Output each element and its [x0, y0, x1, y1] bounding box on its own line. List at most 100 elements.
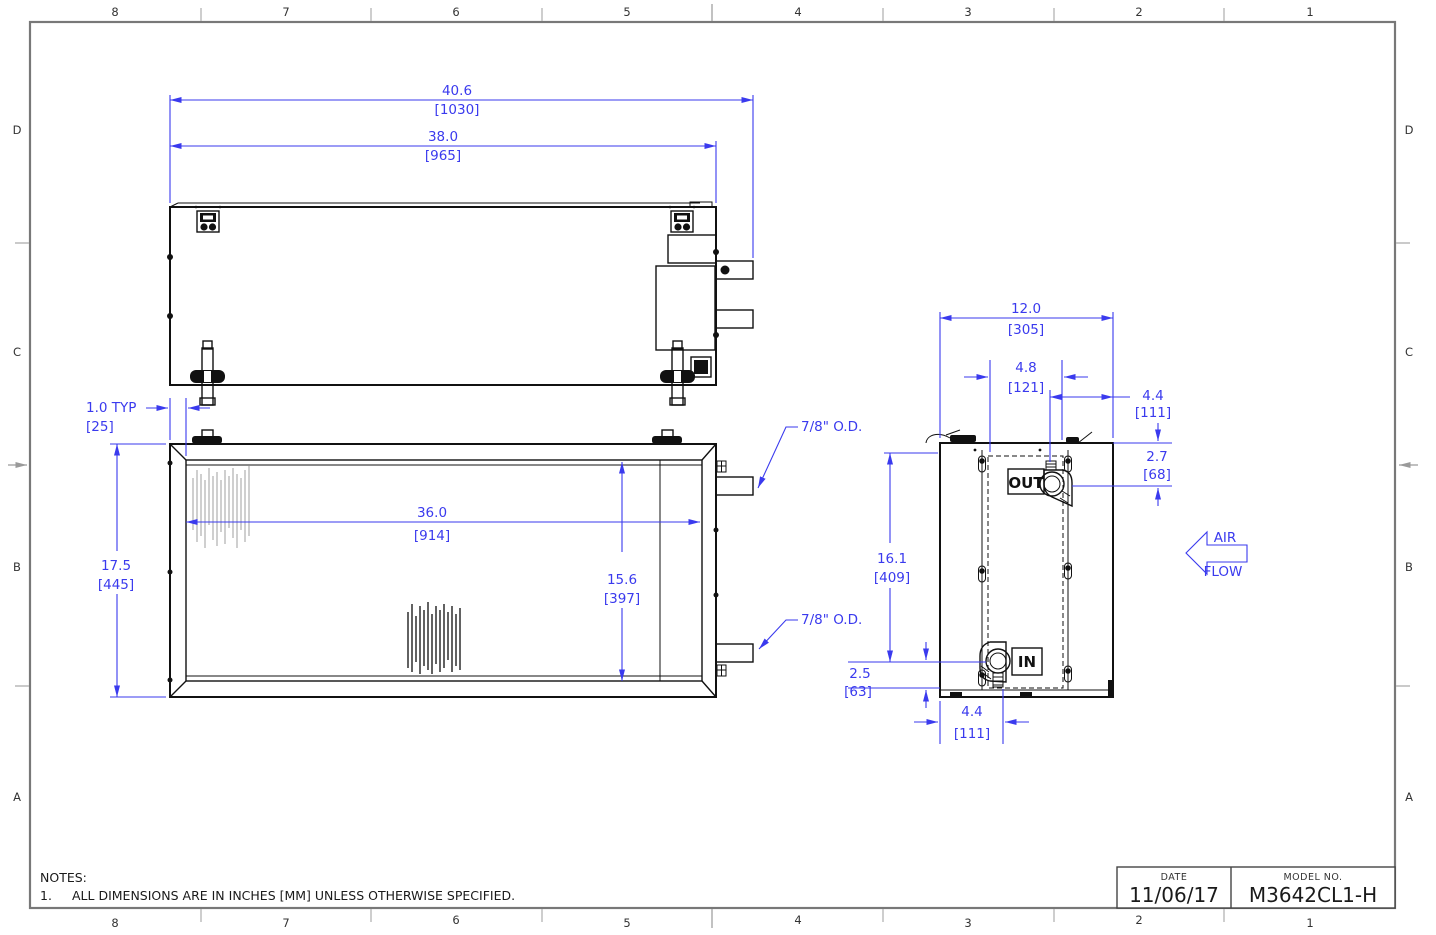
title-block: DATE 11/06/17 MODEL NO. M3642CL1-H [1116, 866, 1396, 909]
zone-row-label: C [13, 345, 21, 359]
notes-title: NOTES: [40, 870, 87, 885]
zone-col-label: 4 [794, 5, 801, 19]
mounting-clamp-left-icon [190, 340, 225, 406]
dim-height: 17.5 [445] [98, 443, 166, 698]
dim-text: [68] [1143, 467, 1171, 483]
zone-col-label: 4 [794, 913, 801, 927]
zone-col-label: 5 [623, 916, 630, 930]
edge-fittings [167, 460, 727, 683]
connector-bottom-right-icon [690, 356, 712, 378]
zone-col-label: 3 [964, 5, 971, 19]
side-view: OUT IN [925, 429, 1114, 698]
dim-text: 15.6 [607, 572, 637, 588]
dim-text: 2.5 [849, 666, 870, 682]
dim-text: 4.4 [961, 704, 982, 720]
od-label: 7/8" O.D. [801, 612, 862, 628]
edge-bolts [167, 249, 719, 338]
dim-text: [121] [1008, 380, 1044, 396]
out-port: OUT [1007, 460, 1073, 508]
zone-row-label: D [13, 123, 22, 137]
dim-body-length: 38.0 [965] [170, 129, 716, 164]
date-label: DATE [1161, 872, 1188, 883]
zone-col-label: 5 [623, 5, 630, 19]
od-label: 7/8" O.D. [801, 419, 862, 435]
access-panel-dashed [987, 455, 1064, 689]
dim-text: 38.0 [428, 129, 458, 145]
out-label: OUT [1008, 474, 1044, 492]
dim-text: [409] [874, 570, 910, 586]
zone-row-label: A [13, 790, 21, 804]
in-port: IN [979, 641, 1043, 688]
dim-in-side: 4.4 [111] [914, 689, 1029, 744]
dim-overall-length: 40.6 [1030] [169, 83, 754, 258]
dim-out-offset: 4.8 [121] [964, 360, 1088, 452]
dim-text: 2.7 [1146, 449, 1167, 465]
zone-row-label: A [1405, 790, 1413, 804]
sheet-frame [8, 4, 1418, 928]
zone-col-label: 7 [282, 5, 289, 19]
zone-col-label: 1 [1306, 5, 1313, 19]
zone-row-label: D [1405, 123, 1414, 137]
terminal-block-left-icon [194, 205, 222, 233]
dim-out-top: 2.7 [68] [1072, 423, 1172, 506]
dim-text: 4.4 [1142, 388, 1163, 404]
dim-text: 40.6 [442, 83, 472, 99]
fin-hatch-dark [407, 602, 461, 674]
dim-text: [111] [1135, 405, 1171, 421]
in-label: IN [1018, 653, 1036, 671]
notes-block: NOTES: 1. ALL DIMENSIONS ARE IN INCHES [… [40, 870, 515, 903]
dim-text: [63] [844, 684, 872, 700]
zone-col-label: 2 [1135, 5, 1142, 19]
date-value: 11/06/17 [1129, 883, 1219, 907]
dim-text: 4.8 [1015, 360, 1036, 376]
dim-depth: 12.0 [305] [939, 301, 1114, 438]
zone-row-label: C [1405, 345, 1413, 359]
flow-label: FLOW [1204, 564, 1243, 580]
dim-text: [111] [954, 726, 990, 742]
terminal-block-right-icon [668, 205, 696, 233]
dim-text: 1.0 TYP [86, 400, 136, 416]
zone-labels-right: D C B A [1405, 123, 1414, 804]
front-view [167, 429, 754, 698]
dim-text: [1030] [435, 102, 480, 118]
top-clamp-left-icon [192, 429, 222, 444]
keyhole-slots [978, 455, 1072, 687]
dim-text: [25] [86, 419, 114, 435]
dim-port-span: 16.1 [409] [874, 452, 986, 663]
zone-row-label: B [1405, 560, 1413, 574]
zone-labels-bottom: 8 7 6 5 4 3 2 1 [111, 913, 1313, 930]
junction-box-large [655, 265, 716, 351]
dim-core-height: 15.6 [397] [604, 462, 640, 681]
od-callout-top: 7/8" O.D. [757, 419, 862, 489]
pipe-stubs-front [715, 476, 754, 663]
zone-col-label: 6 [452, 913, 459, 927]
air-label: AIR [1214, 530, 1237, 546]
mounting-clamp-right-icon [660, 340, 695, 406]
dim-text: 36.0 [417, 505, 447, 521]
dim-in-bottom: 2.5 [63] [844, 642, 986, 708]
dim-text: [965] [425, 148, 461, 164]
note-number: 1. [40, 888, 52, 903]
top-view [167, 201, 754, 406]
zone-labels-left: D C B A [13, 123, 22, 804]
zone-col-label: 3 [964, 916, 971, 930]
pipe-stubs-plan [715, 260, 754, 329]
od-callout-bottom: 7/8" O.D. [758, 612, 862, 650]
dim-text: [914] [414, 528, 450, 544]
model-value: M3642CL1-H [1249, 883, 1377, 907]
dim-text: [445] [98, 577, 134, 593]
zone-labels-top: 8 7 6 5 4 3 2 1 [111, 5, 1313, 19]
dim-text: [397] [604, 591, 640, 607]
zone-col-label: 7 [282, 916, 289, 930]
dim-out-side: 4.4 [111] [1049, 388, 1171, 462]
zone-col-label: 1 [1306, 916, 1313, 930]
dim-text: [305] [1008, 322, 1044, 338]
zone-col-label: 8 [111, 5, 118, 19]
junction-box-small [667, 234, 717, 264]
fin-hatch-light [192, 466, 250, 548]
top-clamp-right-icon [652, 429, 682, 444]
dim-text: 16.1 [877, 551, 907, 567]
zone-col-label: 2 [1135, 913, 1142, 927]
zone-row-label: B [13, 560, 21, 574]
